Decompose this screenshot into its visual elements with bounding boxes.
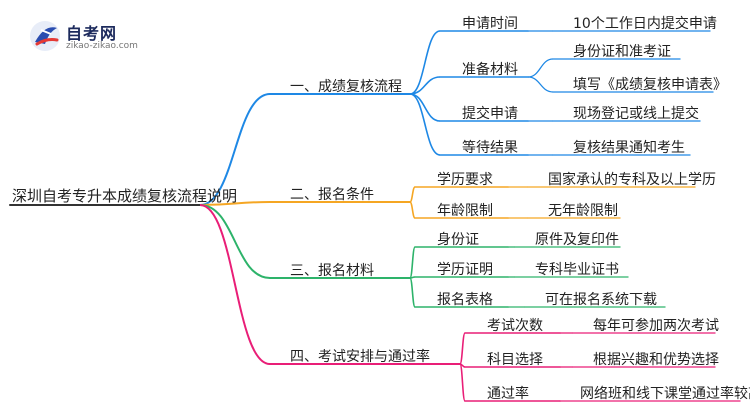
connector (409, 246, 416, 279)
connector (409, 76, 441, 95)
root-topic: 深圳自考专升本成绩复核流程说明 (12, 187, 238, 205)
item-label: 提交申请 (462, 106, 518, 122)
connector (199, 204, 271, 365)
connector (459, 332, 466, 365)
item-label: 身份证 (437, 232, 479, 248)
detail-label: 原件及复印件 (535, 232, 619, 248)
item-label: 通过率 (487, 386, 529, 402)
connector (409, 93, 441, 122)
detail-label: 填写《成绩复核申请表》 (573, 77, 727, 93)
detail-label: 网络班和线下课堂通过率较高 (580, 386, 750, 402)
connector (527, 58, 554, 78)
detail-label: 国家承认的专科及以上学历 (548, 172, 716, 188)
detail-label: 复核结果通知考生 (573, 140, 685, 156)
item-label: 等待结果 (462, 140, 518, 156)
logo-url: zikao-zikao.com (66, 41, 138, 51)
item-label: 年龄限制 (437, 203, 493, 219)
connector (409, 277, 416, 308)
logo-title: 自考网 (66, 24, 118, 43)
detail-label: 根据兴趣和优势选择 (593, 352, 719, 368)
item-label: 考试次数 (487, 318, 543, 334)
item-label: 学历证明 (437, 262, 493, 278)
detail-label: 每年可参加两次考试 (593, 318, 719, 334)
connector (409, 201, 416, 219)
detail-label: 专科毕业证书 (535, 262, 619, 278)
item-label: 科目选择 (487, 352, 543, 368)
branch-label-requirements: 二、报名条件 (290, 187, 374, 203)
logo-icon (30, 21, 60, 51)
detail-label: 10个工作日内提交申请 (573, 16, 717, 32)
connector (409, 30, 441, 95)
detail-label: 现场登记或线上提交 (573, 106, 699, 122)
connector (199, 201, 271, 206)
detail-label: 可在报名系统下载 (545, 292, 657, 308)
detail-label: 无年龄限制 (548, 203, 618, 219)
connector (409, 186, 416, 203)
branch-label-materials: 三、报名材料 (290, 263, 374, 279)
connector (527, 76, 554, 93)
item-label: 报名表格 (437, 292, 493, 308)
branch-label-exam-schedule: 四、考试安排与通过率 (290, 349, 430, 365)
connector (459, 363, 466, 402)
detail-label: 身份证和准考证 (573, 44, 671, 60)
connector (199, 93, 271, 206)
item-label: 学历要求 (437, 172, 493, 188)
item-label: 准备材料 (462, 62, 518, 78)
connector (409, 93, 441, 156)
connector (199, 204, 271, 279)
item-label: 申请时间 (462, 16, 518, 32)
branch-label-review-process: 一、成绩复核流程 (290, 79, 402, 95)
